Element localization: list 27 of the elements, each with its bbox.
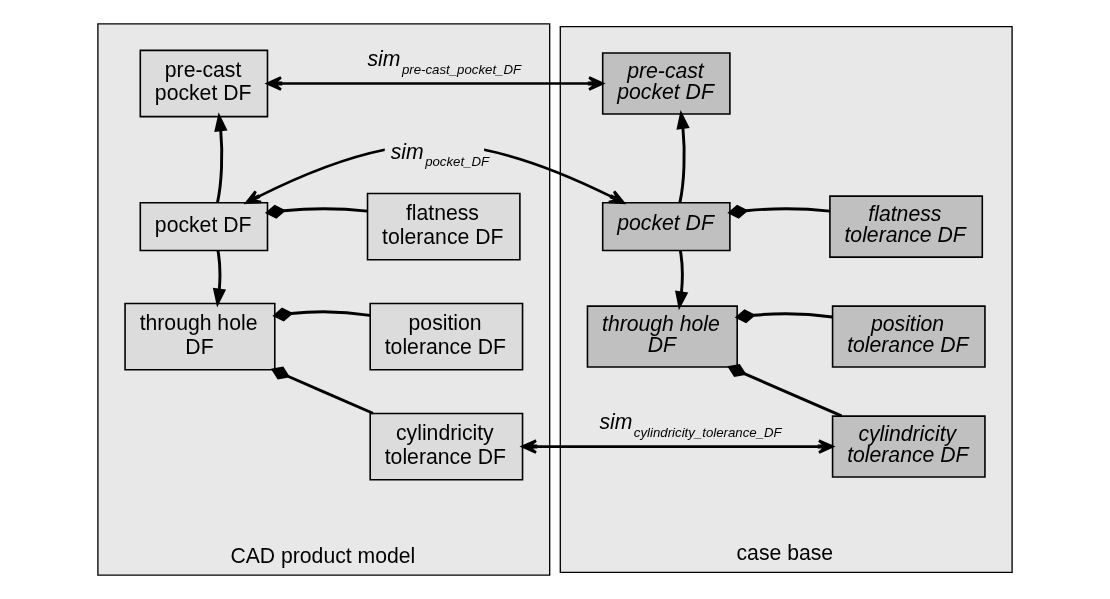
node-box: pre-cast pocket DF: [139, 49, 269, 118]
connector: [265, 204, 368, 219]
node-box: cylindricity tolerance DF: [369, 412, 524, 481]
arrow: [212, 250, 227, 308]
connector: [734, 309, 833, 324]
node-box: pocket DF: [601, 202, 731, 252]
node-box: cylindricity tolerance DF: [831, 415, 986, 478]
edge-label: sim$_{pocket_DF}$: [390, 139, 490, 170]
connector: [727, 204, 830, 219]
arrow: [675, 250, 689, 311]
node-box: through hole DF: [124, 302, 276, 371]
connector: [272, 307, 371, 322]
node-box: flatness tolerance DF: [366, 192, 521, 261]
edge-label: sim$_{pre-cast_pocket_DF}$: [367, 47, 522, 77]
arrow: [214, 112, 228, 204]
node-box: position tolerance DF: [369, 302, 524, 371]
node-box: position tolerance DF: [831, 305, 986, 368]
node-box: flatness tolerance DF: [829, 195, 984, 258]
edge-label: sim$_{cylindricity_tolerance_DF}$: [599, 410, 782, 440]
connector: [727, 363, 843, 418]
arrow: [521, 439, 834, 454]
node-box: pocket DF: [139, 202, 269, 252]
connector: [270, 366, 374, 415]
node-box: through hole DF: [586, 305, 738, 368]
arrow: [676, 109, 690, 203]
node-box: pre-cast pocket DF: [601, 52, 731, 115]
arrow: [266, 76, 604, 91]
